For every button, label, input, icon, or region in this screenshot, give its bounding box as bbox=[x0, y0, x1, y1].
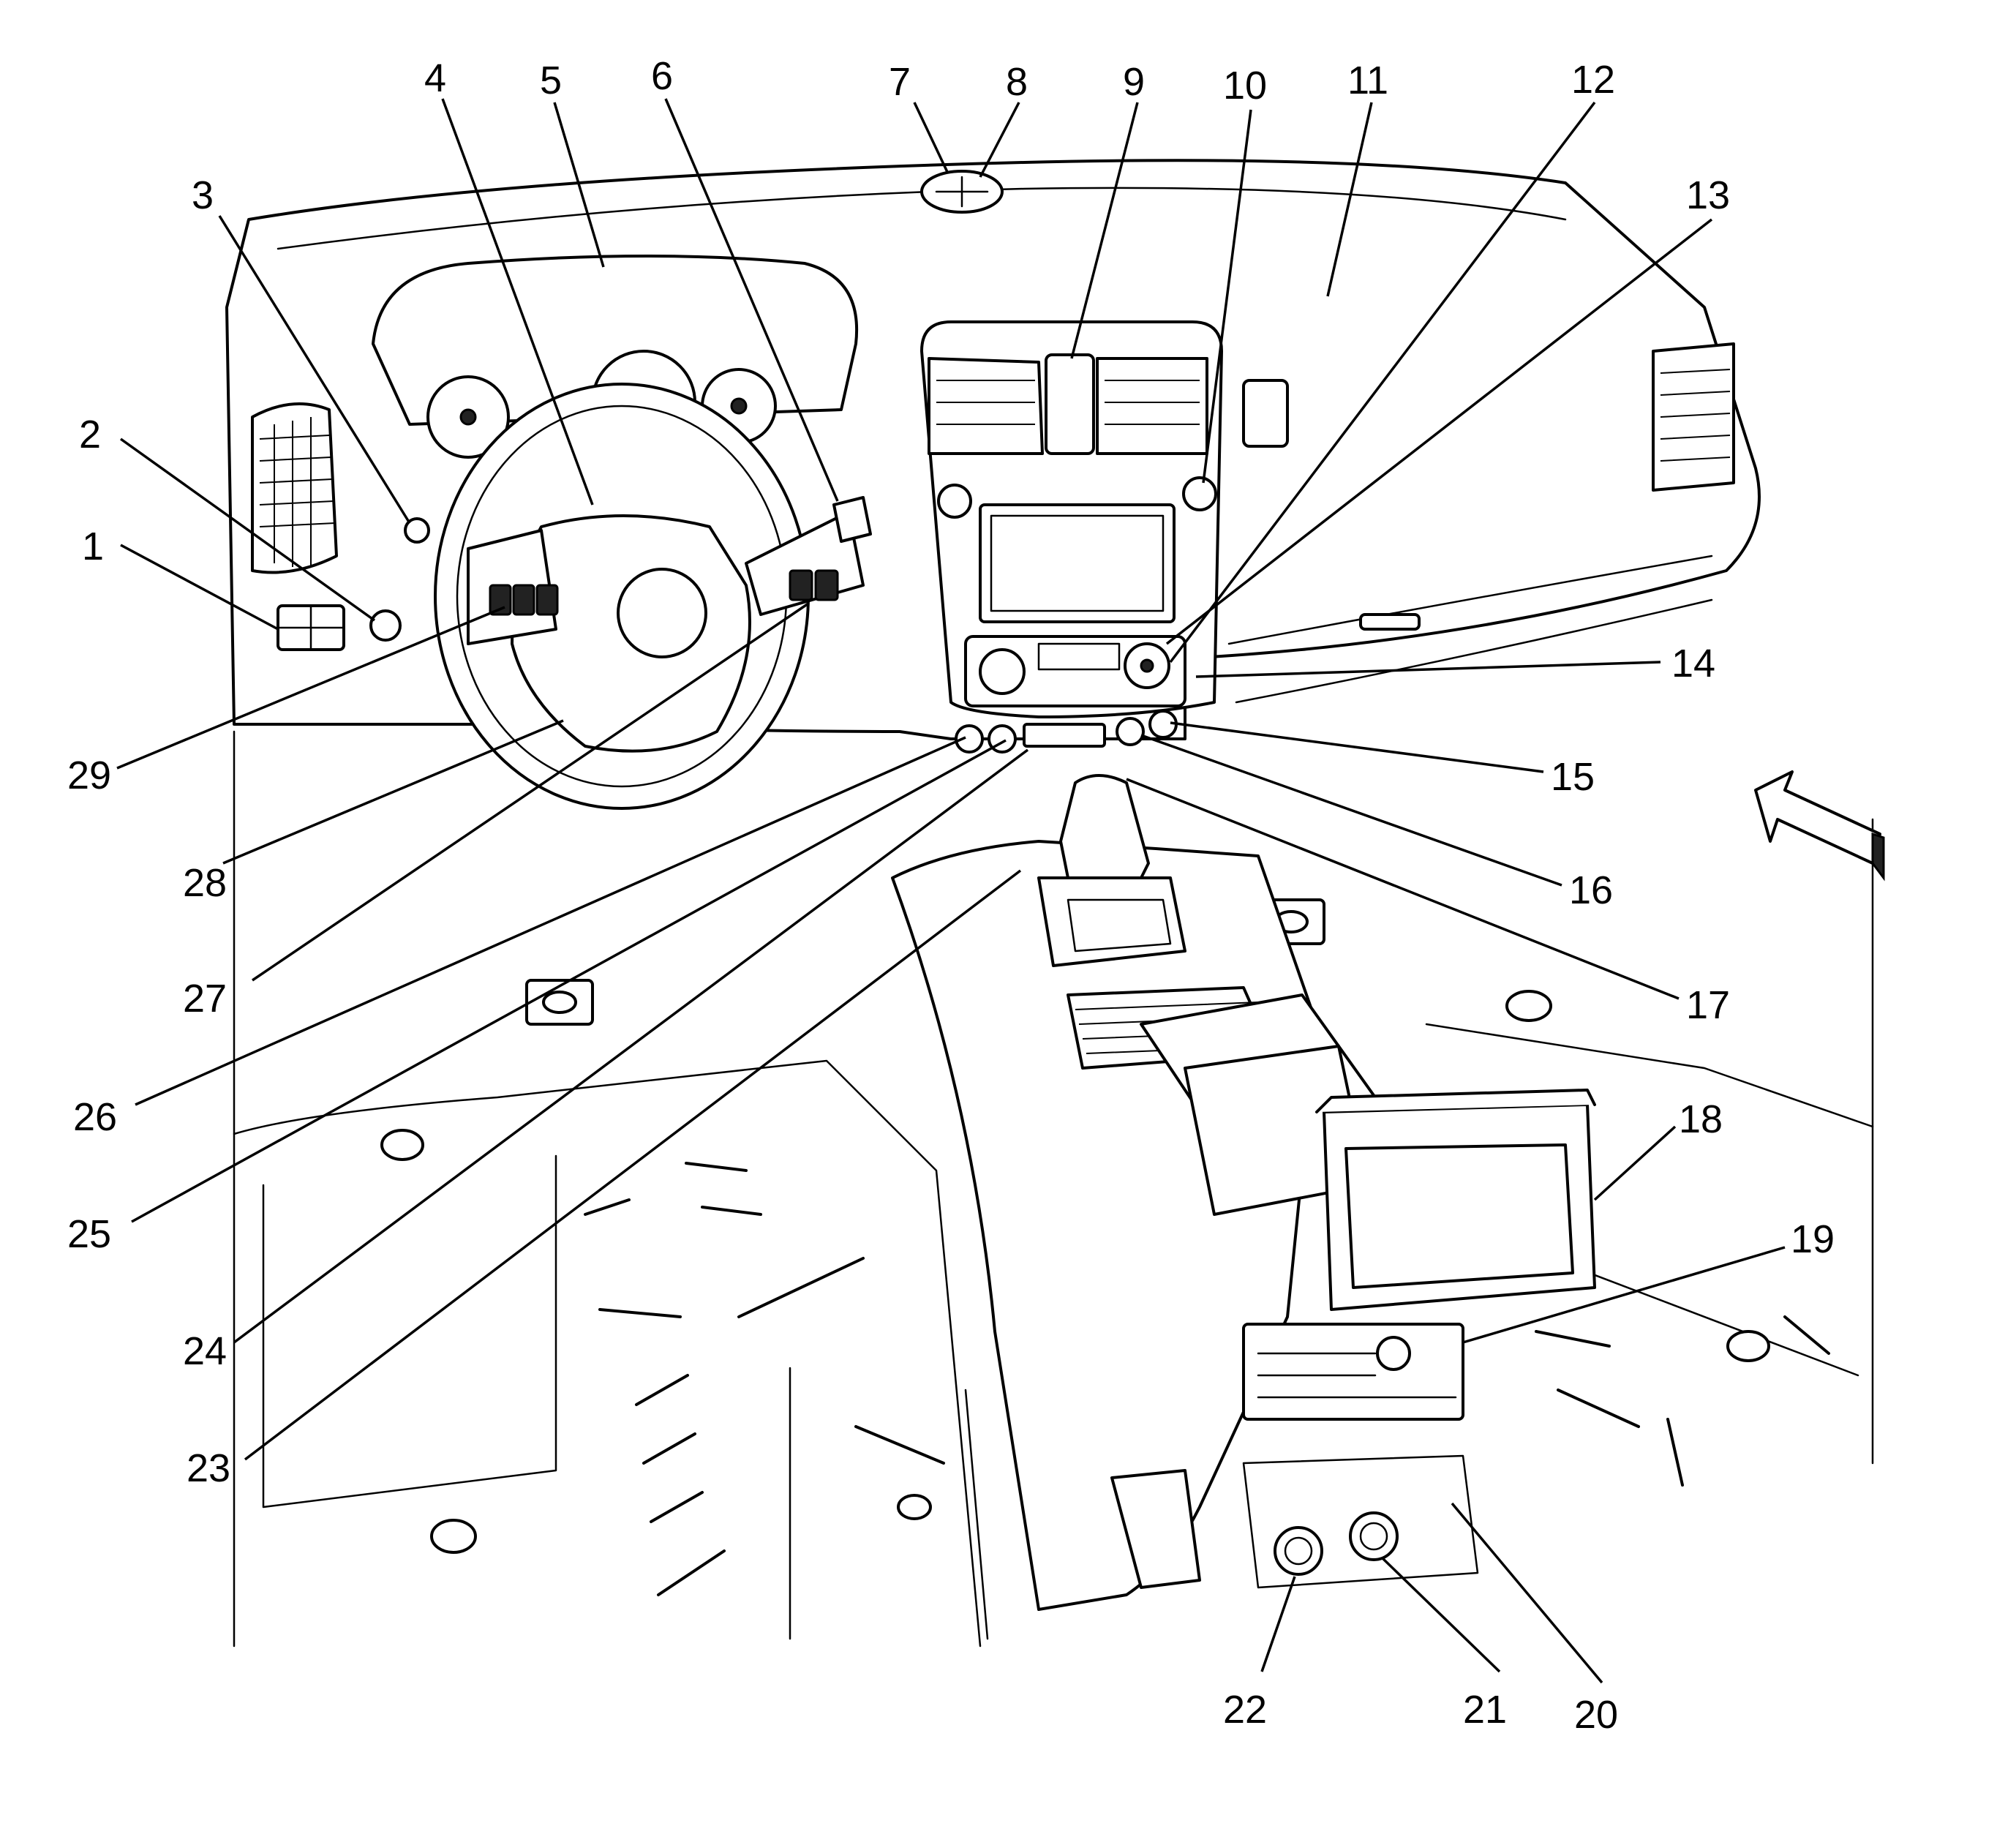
leader-7 bbox=[913, 102, 949, 173]
callout-16: 16 bbox=[1569, 868, 1613, 912]
callout-20: 20 bbox=[1574, 1693, 1618, 1737]
leader-26 bbox=[135, 736, 966, 1106]
leader-2 bbox=[119, 437, 376, 622]
leader-6 bbox=[664, 98, 839, 502]
rear-display-screen bbox=[1315, 1089, 1596, 1311]
leader-17 bbox=[1126, 778, 1680, 1000]
leader-24 bbox=[233, 748, 1029, 1344]
rear-control-panel bbox=[1242, 1323, 1464, 1421]
callout-14: 14 bbox=[1671, 642, 1715, 685]
callout-11: 11 bbox=[1347, 59, 1388, 102]
center-console bbox=[891, 774, 1596, 1611]
callout-17: 17 bbox=[1686, 983, 1730, 1027]
leader-18 bbox=[1593, 1125, 1677, 1201]
callout-18: 18 bbox=[1679, 1097, 1723, 1141]
callout-13: 13 bbox=[1686, 173, 1730, 217]
callout-6: 6 bbox=[651, 54, 673, 98]
leader-23 bbox=[244, 869, 1022, 1461]
center-clock-display bbox=[1045, 353, 1095, 455]
front-of-vehicle-arrow-icon bbox=[1754, 770, 1885, 882]
leader-9 bbox=[1070, 102, 1139, 359]
callout-27: 27 bbox=[183, 977, 227, 1021]
callout-7: 7 bbox=[889, 60, 911, 104]
leader-11 bbox=[1326, 102, 1373, 297]
leader-8 bbox=[979, 102, 1020, 178]
leader-10 bbox=[1202, 109, 1252, 484]
callout-2: 2 bbox=[79, 413, 101, 456]
callout-23: 23 bbox=[187, 1446, 230, 1490]
leader-3 bbox=[218, 215, 411, 524]
leader-4 bbox=[441, 98, 594, 506]
left-air-vent bbox=[251, 402, 338, 574]
callout-4: 4 bbox=[424, 56, 446, 100]
glove-box-latch bbox=[1359, 613, 1421, 631]
callout-12: 12 bbox=[1571, 58, 1615, 102]
center-stack bbox=[920, 320, 1223, 754]
callout-8: 8 bbox=[1006, 60, 1028, 104]
steering-wheel bbox=[434, 383, 872, 810]
leader-20 bbox=[1451, 1502, 1603, 1684]
leader-29 bbox=[116, 606, 505, 770]
right-air-vent bbox=[1652, 342, 1735, 492]
callout-22: 22 bbox=[1223, 1688, 1267, 1732]
vehicle-interior-drawing bbox=[225, 159, 1885, 1647]
leader-28 bbox=[222, 719, 564, 865]
callout-26: 26 bbox=[73, 1095, 117, 1139]
leader-25 bbox=[131, 739, 1007, 1223]
leader-22 bbox=[1260, 1576, 1296, 1672]
callout-3: 3 bbox=[192, 173, 214, 217]
callout-numbers: 1 2 3 4 5 6 7 8 9 10 11 12 13 14 15 16 1… bbox=[67, 54, 1835, 1737]
callout-25: 25 bbox=[67, 1212, 111, 1256]
rear-power-outlet-right bbox=[1349, 1511, 1399, 1561]
leader-19 bbox=[1462, 1246, 1786, 1344]
callout-5: 5 bbox=[540, 59, 562, 102]
leader-12 bbox=[1169, 101, 1596, 664]
callout-28: 28 bbox=[183, 861, 227, 905]
radio-display bbox=[979, 503, 1176, 623]
leader-14 bbox=[1195, 661, 1661, 678]
callout-29: 29 bbox=[67, 754, 111, 797]
shift-lever bbox=[1037, 774, 1186, 967]
leader-21 bbox=[1381, 1557, 1501, 1673]
leader-lines bbox=[116, 98, 1786, 1684]
callout-10: 10 bbox=[1223, 64, 1267, 108]
leader-5 bbox=[553, 102, 605, 268]
left-knob bbox=[369, 609, 402, 642]
leader-27 bbox=[252, 602, 809, 982]
floor-ribs bbox=[584, 1162, 1830, 1596]
callout-9: 9 bbox=[1123, 60, 1145, 104]
callout-1: 1 bbox=[82, 525, 104, 568]
leader-15 bbox=[1170, 721, 1544, 773]
callout-24: 24 bbox=[183, 1329, 227, 1373]
leader-1 bbox=[120, 544, 279, 631]
leader-16 bbox=[1140, 734, 1562, 887]
callout-21: 21 bbox=[1463, 1688, 1507, 1732]
callout-15: 15 bbox=[1551, 755, 1595, 799]
leader-13 bbox=[1165, 218, 1713, 645]
rear-power-outlet-left bbox=[1274, 1526, 1323, 1576]
callout-19: 19 bbox=[1791, 1217, 1835, 1261]
